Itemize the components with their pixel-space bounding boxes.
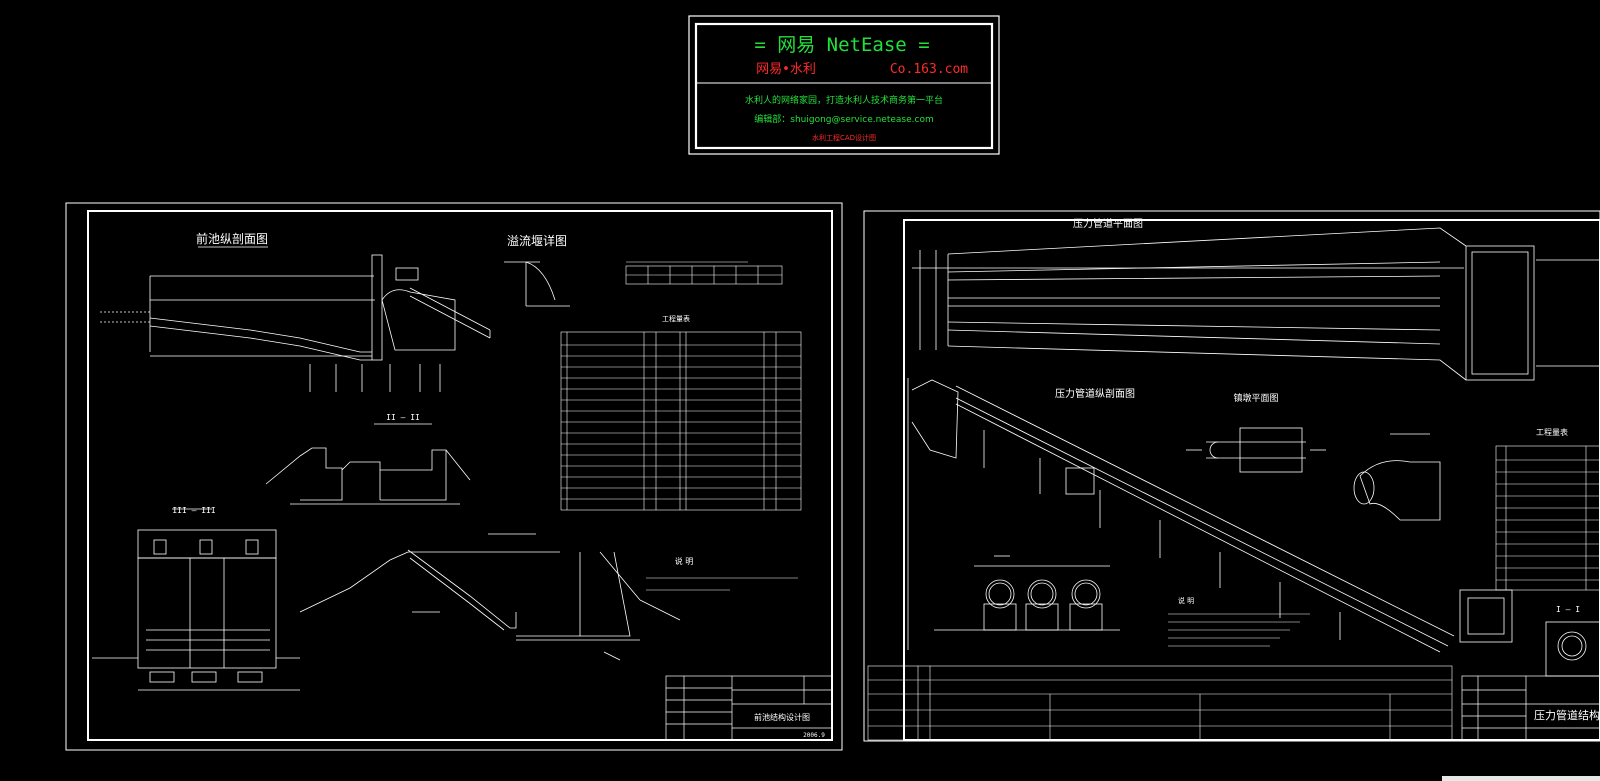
section-3-3-building [92, 508, 300, 691]
right-title-block-drawing: 压力管道结构设 [1534, 708, 1600, 722]
section-1-1-dam [299, 533, 681, 661]
watermark-slogan: 水利人的网络家园，打造水利人技术商务第一平台 [745, 94, 943, 106]
weir-detail [504, 261, 570, 307]
right-title-profile: 压力管道纵剖面图 [1055, 387, 1135, 400]
right-title-block [1461, 675, 1600, 741]
bottom-scroll-strip [1442, 776, 1600, 781]
left-section-mark-3: III — III [172, 506, 216, 515]
penstock-profile-view [907, 378, 1513, 653]
left-title-block-drawing: 前池结构设计图 [754, 712, 810, 722]
watermark-brand-right: Co.163.com [890, 62, 968, 77]
right-title-plan: 压力管道平面图 [1073, 217, 1143, 230]
right-notes-lines [1168, 613, 1310, 647]
left-title-section: 前池纵剖面图 [196, 231, 268, 246]
left-quantity-table [560, 331, 802, 511]
left-title-quantity: 工程量表 [662, 314, 690, 323]
left-section-mark-2: II — II [386, 413, 420, 422]
left-notes-lines [646, 577, 798, 591]
right-title-quantity: 工程量表 [1536, 427, 1568, 437]
left-title-block-date: 2006.9 [803, 732, 825, 739]
watermark-headline: = 网易 NetEase = [754, 34, 929, 56]
pipe-cross-sections [934, 555, 1120, 631]
section-2-2 [265, 423, 471, 505]
right-title-pier: 镇墩平面图 [1233, 392, 1278, 404]
watermark-footnote: 水利工程CAD设计图 [812, 133, 876, 142]
watermark-panel [688, 15, 1000, 155]
forebay-longitudinal-section [100, 246, 491, 392]
left-title-block [665, 675, 833, 741]
left-sheet-frame [65, 202, 843, 751]
right-bottom-table [867, 665, 1453, 741]
anchor-block-plan [1186, 427, 1441, 521]
left-parameter-table [625, 261, 783, 285]
watermark-brand-left: 网易•水利 [756, 62, 816, 77]
right-title-section: I — I [1556, 605, 1580, 614]
left-title-detail: 溢流堰详图 [507, 233, 567, 248]
left-title-notes: 说 明 [675, 556, 694, 566]
right-title-notes: 说 明 [1178, 596, 1194, 605]
penstock-plan-view [912, 227, 1600, 381]
watermark-editor: 编辑部：shuigong@service.netease.com [754, 113, 933, 125]
right-quantity-table [1495, 445, 1600, 591]
